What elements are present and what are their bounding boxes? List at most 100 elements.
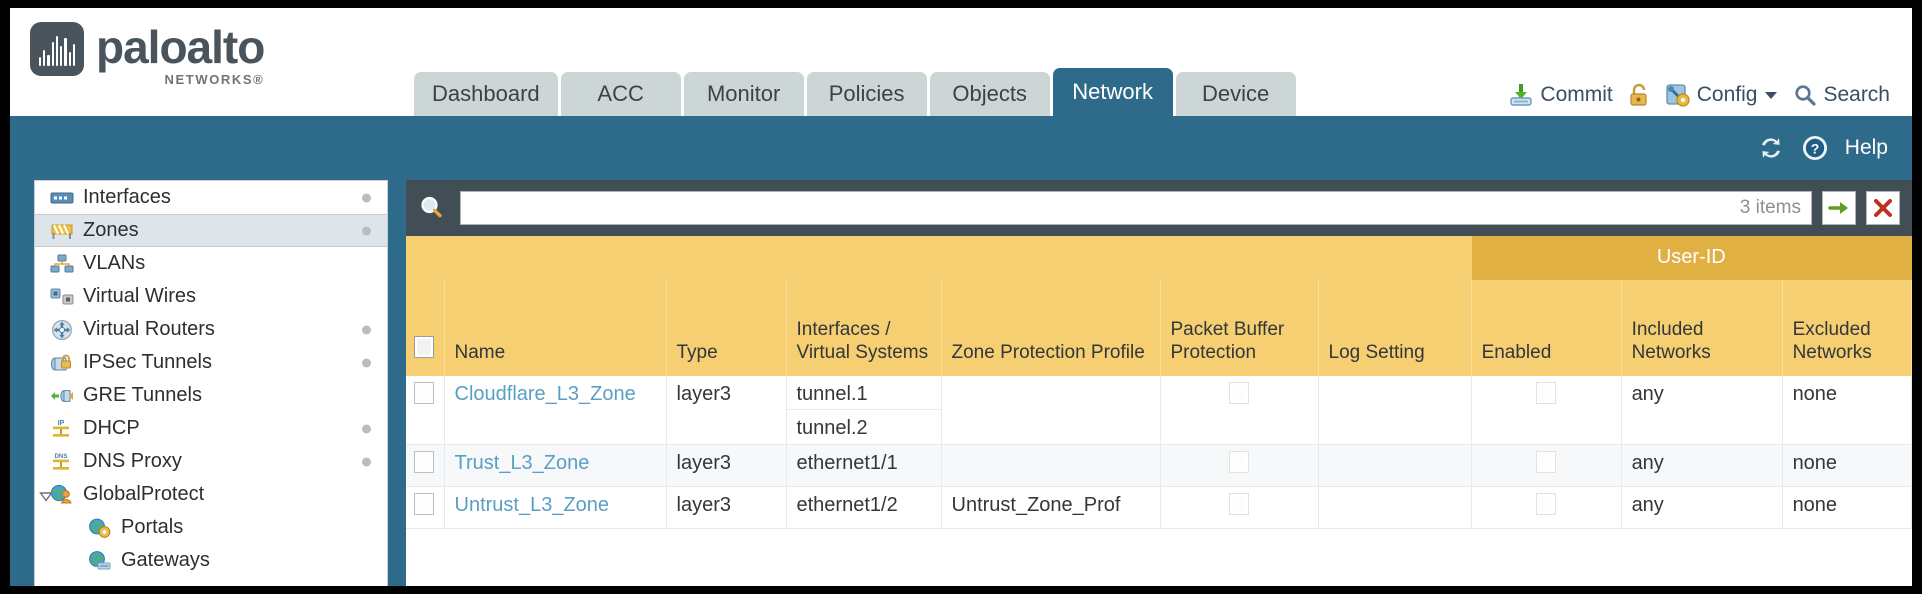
select-all-header[interactable] <box>406 280 445 376</box>
row-checkbox[interactable] <box>414 382 434 404</box>
refresh-icon[interactable] <box>1757 135 1785 161</box>
zones-icon <box>49 222 75 240</box>
chevron-down-icon <box>1763 89 1779 101</box>
userid-enabled-checkbox[interactable] <box>1536 382 1557 404</box>
table-header-row: Name Type Interfaces / Virtual Systems Z… <box>406 280 1912 376</box>
sidebar-item-label: DHCP <box>83 417 140 439</box>
column-header-excluded-networks[interactable]: Excluded Networks <box>1782 280 1912 376</box>
row-select-cell[interactable] <box>406 376 445 445</box>
sidebar-item-interfaces[interactable]: Interfaces <box>35 181 387 214</box>
lock-button[interactable] <box>1627 82 1651 108</box>
svg-text:DNS: DNS <box>54 453 67 460</box>
config-menu[interactable]: Config <box>1665 82 1780 108</box>
sidebar-item-gateways[interactable]: Gateways <box>35 544 387 577</box>
sidebar-item-gre-tunnels[interactable]: GRE Tunnels <box>35 379 387 412</box>
select-all-checkbox[interactable] <box>414 335 434 358</box>
cell-name[interactable]: Untrust_L3_Zone <box>444 486 667 529</box>
collapse-triangle-icon[interactable] <box>38 487 54 503</box>
sidebar-item-ipsec-tunnels[interactable]: IPSec Tunnels <box>35 346 387 379</box>
main-tab-bar: Dashboard ACC Monitor Policies Objects N… <box>414 68 1296 116</box>
search-icon[interactable] <box>418 194 446 222</box>
column-header-included-networks[interactable]: Included Networks <box>1621 280 1783 376</box>
cell-userid-enabled[interactable] <box>1471 486 1622 529</box>
virtual-routers-icon <box>49 319 75 341</box>
cell-userid-enabled[interactable] <box>1471 444 1622 487</box>
zones-table-container: User-ID Name Type Interfaces / Virtual S… <box>406 236 1912 586</box>
sidebar-item-label: IPSec Tunnels <box>83 351 212 373</box>
column-header-log-setting[interactable]: Log Setting <box>1318 280 1472 376</box>
logo-mark-icon <box>30 22 84 76</box>
status-dot <box>362 457 371 466</box>
column-header-interfaces[interactable]: Interfaces / Virtual Systems <box>786 280 942 376</box>
gre-tunnels-icon <box>49 387 75 405</box>
cell-packet-buffer-protection[interactable] <box>1160 376 1319 445</box>
sidebar-item-dhcp[interactable]: IP DHCP <box>35 412 387 445</box>
tab-monitor[interactable]: Monitor <box>683 72 804 116</box>
sidebar-item-virtual-wires[interactable]: Virtual Wires <box>35 280 387 313</box>
zone-name-link[interactable]: Untrust_L3_Zone <box>454 494 610 516</box>
row-select-cell[interactable] <box>406 486 445 529</box>
tab-network[interactable]: Network <box>1052 68 1173 116</box>
interface-item: ethernet1/1 <box>796 452 898 474</box>
cell-packet-buffer-protection[interactable] <box>1160 486 1319 529</box>
sidebar-item-vlans[interactable]: VLANs <box>35 247 387 280</box>
tab-policies[interactable]: Policies <box>806 72 927 116</box>
zone-name-link[interactable]: Trust_L3_Zone <box>454 452 590 474</box>
column-header-enabled[interactable]: Enabled <box>1471 280 1622 376</box>
config-icon <box>1665 82 1691 108</box>
cell-zone-protection-profile <box>941 376 1161 445</box>
column-header-type[interactable]: Type <box>666 280 787 376</box>
packet-buffer-protection-checkbox[interactable] <box>1229 451 1249 473</box>
zone-name-link[interactable]: Cloudflare_L3_Zone <box>454 383 636 405</box>
packet-buffer-protection-checkbox[interactable] <box>1229 382 1249 404</box>
cell-packet-buffer-protection[interactable] <box>1160 444 1319 487</box>
help-label[interactable]: Help <box>1844 136 1888 159</box>
group-header-spacer <box>406 236 1472 280</box>
row-select-cell[interactable] <box>406 444 445 487</box>
close-icon <box>1874 199 1892 217</box>
table-row[interactable]: Trust_L3_Zone layer3 ethernet1/1 <box>406 444 1912 487</box>
sidebar-item-portals[interactable]: Portals <box>35 511 387 544</box>
search-input[interactable] <box>471 197 1740 219</box>
userid-enabled-checkbox[interactable] <box>1536 451 1557 473</box>
sidebar-item-dns-proxy[interactable]: DNS DNS Proxy <box>35 445 387 478</box>
commit-label: Commit <box>1540 83 1613 106</box>
table-row[interactable]: Untrust_L3_Zone layer3 ethernet1/2 Untru… <box>406 486 1912 529</box>
column-header-packet-buffer-protection[interactable]: Packet Buffer Protection <box>1160 280 1319 376</box>
cell-name[interactable]: Cloudflare_L3_Zone <box>444 376 667 445</box>
cell-name[interactable]: Trust_L3_Zone <box>444 444 667 487</box>
table-search-bar: 3 items <box>406 180 1912 236</box>
sidebar-item-zones[interactable]: Zones <box>35 214 387 247</box>
app-body: Interfaces Zones <box>10 180 1912 586</box>
sidebar-item-globalprotect[interactable]: GlobalProtect <box>35 478 387 511</box>
column-header-zone-protection-profile[interactable]: Zone Protection Profile <box>941 280 1161 376</box>
cell-userid-enabled[interactable] <box>1471 376 1622 445</box>
status-dot <box>362 424 371 433</box>
sidebar-item-virtual-routers[interactable]: Virtual Routers <box>35 313 387 346</box>
help-icon[interactable]: ? <box>1801 134 1829 162</box>
userid-enabled-checkbox[interactable] <box>1536 493 1557 515</box>
row-checkbox[interactable] <box>414 451 434 473</box>
search-field-wrapper[interactable]: 3 items <box>460 191 1812 225</box>
cell-log-setting <box>1318 444 1472 487</box>
commit-button[interactable]: Commit <box>1508 82 1613 108</box>
cell-excluded-networks: none <box>1782 444 1912 487</box>
status-dot <box>362 193 371 202</box>
cell-type: layer3 <box>666 376 787 445</box>
sidebar-item-label: Virtual Wires <box>83 285 196 307</box>
packet-buffer-protection-checkbox[interactable] <box>1229 493 1249 515</box>
search-button[interactable]: Search <box>1793 83 1890 107</box>
cell-included-networks: any <box>1621 444 1783 487</box>
row-checkbox[interactable] <box>414 493 434 515</box>
tab-objects[interactable]: Objects <box>929 72 1050 116</box>
tab-device[interactable]: Device <box>1175 72 1296 116</box>
column-header-name[interactable]: Name <box>444 280 667 376</box>
sidebar-column: Interfaces Zones <box>10 180 406 586</box>
apply-filter-button[interactable] <box>1822 191 1856 225</box>
tab-dashboard[interactable]: Dashboard <box>414 72 558 116</box>
tab-acc[interactable]: ACC <box>560 72 681 116</box>
clear-filter-button[interactable] <box>1866 191 1900 225</box>
svg-text:?: ? <box>1811 140 1820 156</box>
sidebar-item-label: DNS Proxy <box>83 450 182 472</box>
search-label: Search <box>1823 83 1890 106</box>
